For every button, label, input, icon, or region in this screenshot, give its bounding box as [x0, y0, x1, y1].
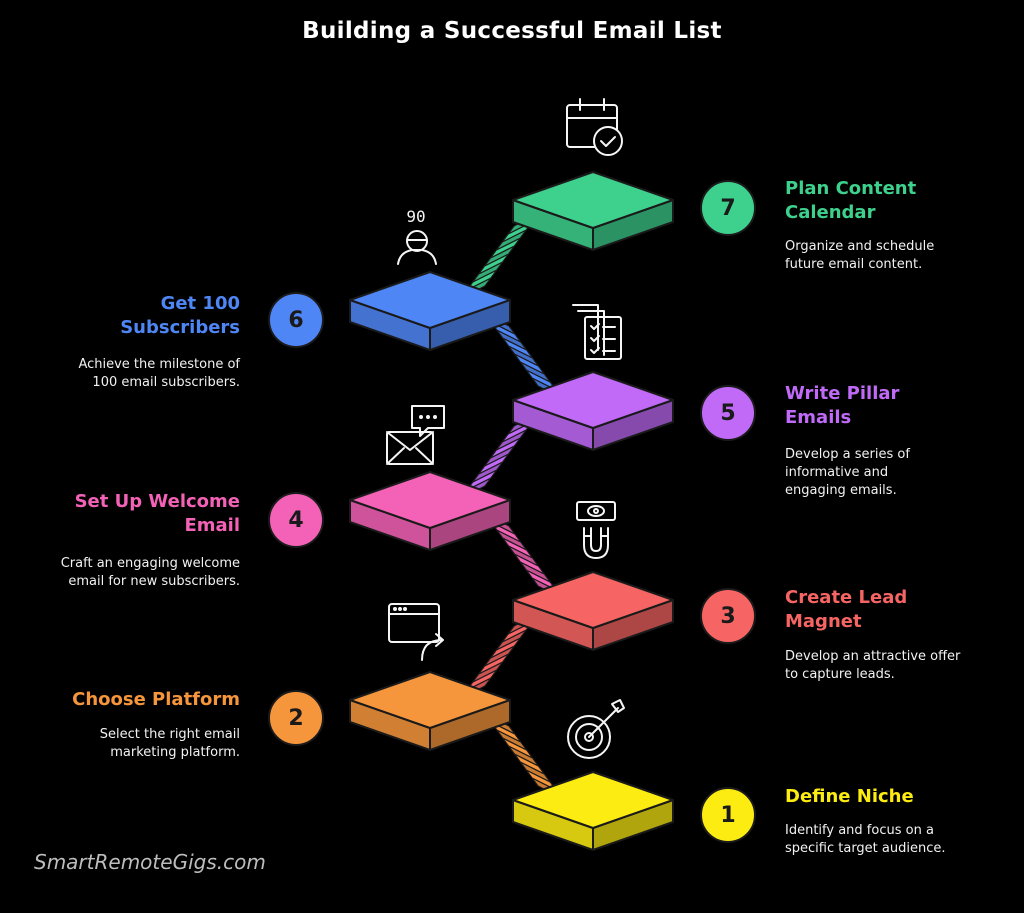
step-6-title: Get 100 Subscribers — [120, 293, 240, 338]
page-title: Building a Successful Email List — [302, 18, 722, 44]
step-6-number-text: 6 — [288, 307, 304, 333]
user-count-icon — [397, 230, 437, 265]
step-7-desc: Organize and schedule future email conte… — [785, 239, 935, 272]
browser-redirect-icon — [388, 603, 444, 661]
target-icon — [567, 699, 625, 759]
platform-3 — [512, 571, 674, 651]
step-4-desc: Craft an engaging welcome email for new … — [60, 556, 240, 589]
step-5-number: 5 — [700, 385, 756, 441]
step-1-desc: Identify and focus on a specific target … — [785, 823, 946, 856]
platform-6 — [349, 271, 511, 351]
platform-top — [512, 171, 674, 229]
platform-top — [512, 371, 674, 429]
step-3-number: 3 — [700, 588, 756, 644]
step-7-title: Plan Content Calendar — [785, 178, 917, 223]
calendar-check-icon — [566, 98, 623, 156]
step-4-number-text: 4 — [288, 507, 304, 533]
step-2-number: 2 — [268, 690, 324, 746]
platform-2 — [349, 671, 511, 751]
platform-7 — [512, 171, 674, 251]
platform-1 — [512, 771, 674, 851]
step-2-title: Choose Platform — [72, 689, 240, 710]
step-2-desc: Select the right email marketing platfor… — [99, 727, 240, 760]
step-2-number-text: 2 — [288, 705, 304, 731]
step-1-number: 1 — [700, 787, 756, 843]
platform-top — [349, 671, 511, 729]
step-5-desc: Develop a series of informative and enga… — [785, 447, 910, 498]
documents-checklist-icon — [572, 304, 622, 360]
step-7-number-text: 7 — [720, 195, 736, 221]
step-5-number-text: 5 — [720, 400, 736, 426]
platform-top — [512, 571, 674, 629]
step-1-title: Define Niche — [785, 786, 914, 807]
watermark: SmartRemoteGigs.com — [34, 850, 266, 874]
step-5-title: Write Pillar Emails — [785, 383, 900, 428]
step-4-title: Set Up Welcome Email — [74, 491, 240, 536]
magnet-eye-icon — [576, 501, 616, 559]
platform-4 — [349, 471, 511, 551]
platform-5 — [512, 371, 674, 451]
step-4-number: 4 — [268, 492, 324, 548]
step-6-desc: Achieve the milestone of 100 email subsc… — [78, 357, 240, 390]
user-count-label: 90 — [406, 207, 425, 226]
step-3-desc: Develop an attractive offer to capture l… — [785, 649, 961, 682]
step-7-number: 7 — [700, 180, 756, 236]
stairs-4-to-5 — [460, 413, 539, 499]
step-1-number-text: 1 — [720, 802, 736, 828]
step-3-title: Create Lead Magnet — [785, 587, 908, 632]
stairs-5-to-6 — [484, 313, 563, 399]
platform-top — [512, 771, 674, 829]
step-3-number-text: 3 — [720, 603, 736, 629]
envelope-chat-icon — [386, 405, 445, 465]
platform-top — [349, 271, 511, 329]
platform-top — [349, 471, 511, 529]
step-6-number: 6 — [268, 292, 324, 348]
